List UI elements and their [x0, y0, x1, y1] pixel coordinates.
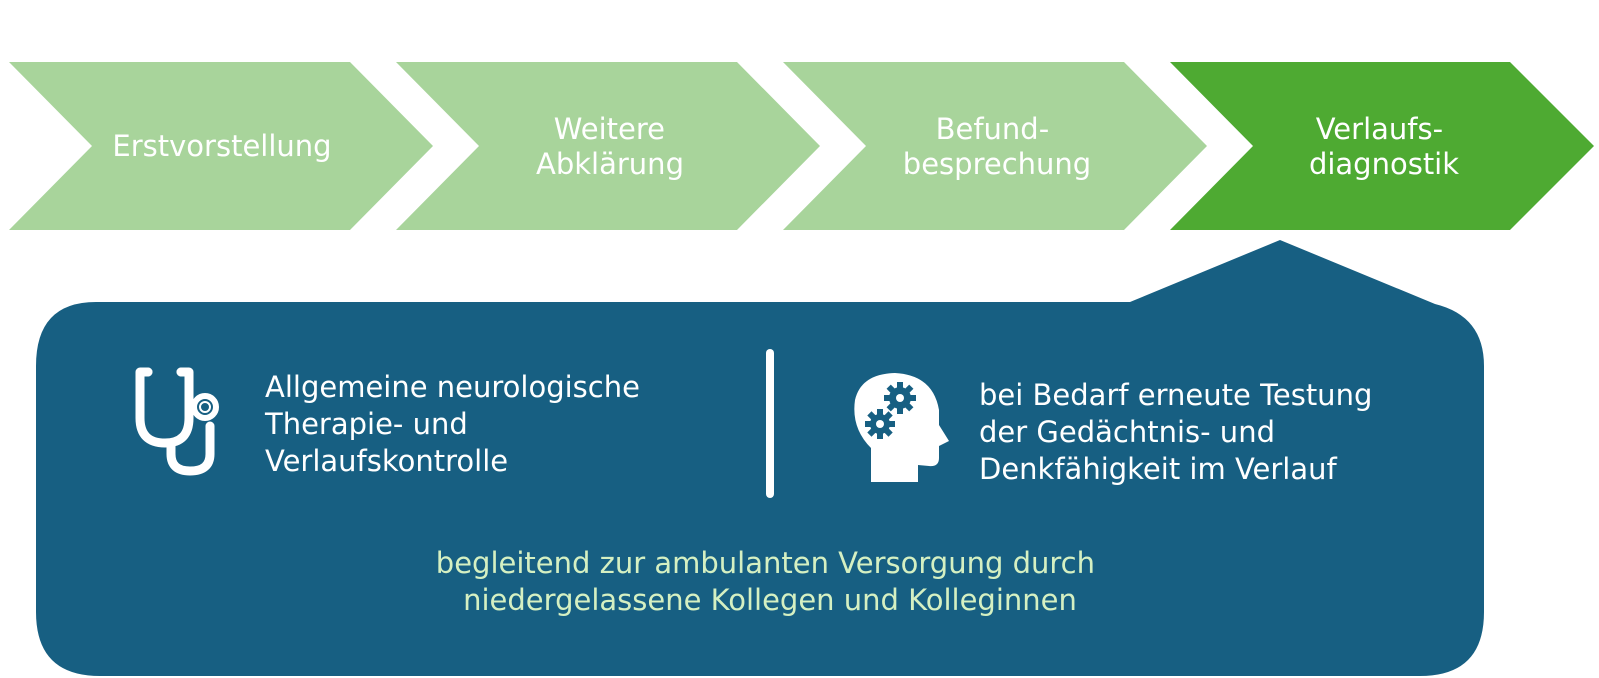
column-divider: [766, 349, 774, 498]
step-2-label: Weitere Abklärung: [536, 112, 684, 181]
gear-upper: [884, 382, 916, 414]
head-gears-icon: [854, 373, 949, 482]
right-item-text: bei Bedarf erneute Testung der Gedächtni…: [979, 378, 1382, 486]
step-4-label: Verlaufs- diagnostik: [1309, 112, 1459, 181]
step-3-label: Befund- besprechung: [903, 112, 1091, 181]
process-step-3: Befund- besprechung: [783, 62, 1207, 230]
process-step-4: Verlaufs- diagnostik: [1170, 62, 1594, 230]
chevron-shape-2: [396, 62, 820, 230]
panel-background: [36, 240, 1484, 676]
left-item-text: Allgemeine neurologische Therapie- und V…: [264, 370, 649, 478]
chevron-shape-1: [9, 62, 433, 230]
chevron-shape-4: [1170, 62, 1594, 230]
stethoscope-icon: [135, 367, 219, 476]
chevron-shape-3: [783, 62, 1207, 230]
process-steps: Erstvorstellung Weitere Abklärung Befund…: [9, 62, 1594, 230]
step-1-label: Erstvorstellung: [112, 129, 331, 163]
panel-footer-text: begleitend zur ambulanten Versorgung dur…: [436, 546, 1104, 617]
detail-panel: Allgemeine neurologische Therapie- und V…: [36, 240, 1484, 676]
gear-lower: [865, 409, 895, 439]
process-step-1: Erstvorstellung: [9, 62, 433, 230]
process-step-2: Weitere Abklärung: [396, 62, 820, 230]
